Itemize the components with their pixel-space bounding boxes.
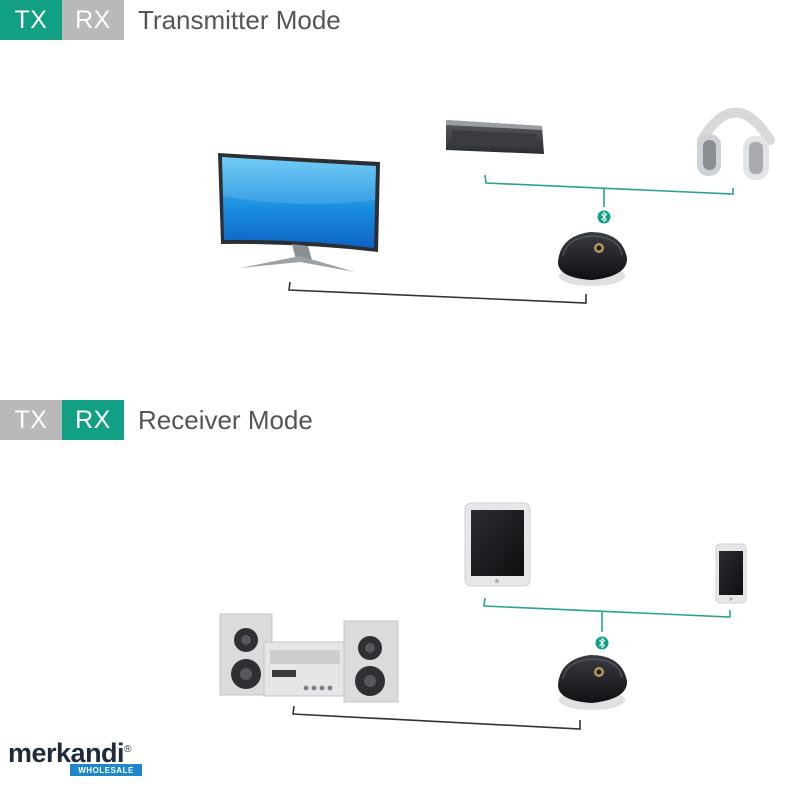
wireless-link-line bbox=[484, 174, 734, 207]
bluetooth-hub-device-icon bbox=[558, 232, 628, 286]
bluetooth-hub-device-icon bbox=[558, 655, 628, 710]
soundbar-speaker-icon bbox=[446, 120, 544, 154]
rx-tag: RX bbox=[62, 0, 124, 40]
logo-subtitle: WHOLESALE bbox=[70, 764, 142, 776]
headphones-icon bbox=[697, 107, 775, 180]
tv-monitor-icon bbox=[218, 153, 380, 272]
receiver-mode-title: Receiver Mode bbox=[138, 404, 313, 435]
bluetooth-icon bbox=[597, 210, 611, 224]
transmitter-mode-title: Transmitter Mode bbox=[138, 4, 341, 35]
stereo-system-icon bbox=[219, 613, 399, 703]
wired-link-line bbox=[292, 705, 581, 730]
transmitter-mode-header: TX RX Transmitter Mode bbox=[0, 0, 341, 40]
bluetooth-icon bbox=[595, 636, 609, 650]
wired-link-line bbox=[288, 281, 587, 304]
tx-tag: TX bbox=[0, 400, 62, 440]
tablet-icon bbox=[464, 502, 531, 587]
rx-tag: RX bbox=[62, 400, 124, 440]
smartphone-icon bbox=[715, 543, 747, 604]
tx-tag: TX bbox=[0, 0, 62, 40]
merkandi-logo: merkandi® WHOLESALE bbox=[8, 736, 142, 776]
logo-wordmark: merkandi® bbox=[8, 738, 131, 768]
wireless-link-line bbox=[483, 597, 731, 632]
receiver-mode-header: TX RX Receiver Mode bbox=[0, 400, 313, 440]
